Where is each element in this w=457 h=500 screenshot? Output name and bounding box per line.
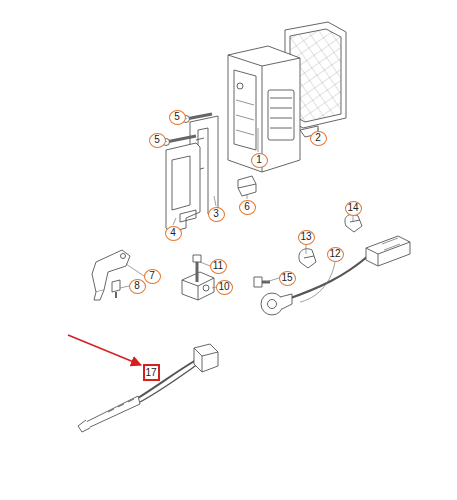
callout-number: 7 xyxy=(144,269,161,284)
leader-lines xyxy=(120,117,353,302)
callout-number: 8 xyxy=(129,279,146,294)
control-unit xyxy=(228,46,300,172)
callout-number: 3 xyxy=(208,207,225,222)
speed-sensor xyxy=(92,250,130,300)
knock-sensor xyxy=(261,236,410,315)
callout-number: 1 xyxy=(251,153,268,168)
lambda-probe xyxy=(78,344,218,432)
clip xyxy=(238,176,256,196)
callout-number: 17 xyxy=(143,364,160,381)
callout-number: 4 xyxy=(165,226,182,241)
pointer-arrow xyxy=(68,335,141,365)
mounting-plate xyxy=(166,143,200,232)
callout-number: 6 xyxy=(239,200,256,215)
callout-number: 14 xyxy=(345,201,362,216)
callout-number: 11 xyxy=(210,259,227,274)
callout-number: 12 xyxy=(327,247,344,262)
callout-number: 2 xyxy=(310,131,327,146)
bolt xyxy=(254,277,270,287)
callout-number: 15 xyxy=(279,271,296,286)
callout-number: 10 xyxy=(216,280,233,295)
callout-number: 13 xyxy=(298,230,315,245)
temperature-sender xyxy=(182,255,214,300)
callout-number: 5 xyxy=(169,110,186,125)
callout-number: 5 xyxy=(149,133,166,148)
